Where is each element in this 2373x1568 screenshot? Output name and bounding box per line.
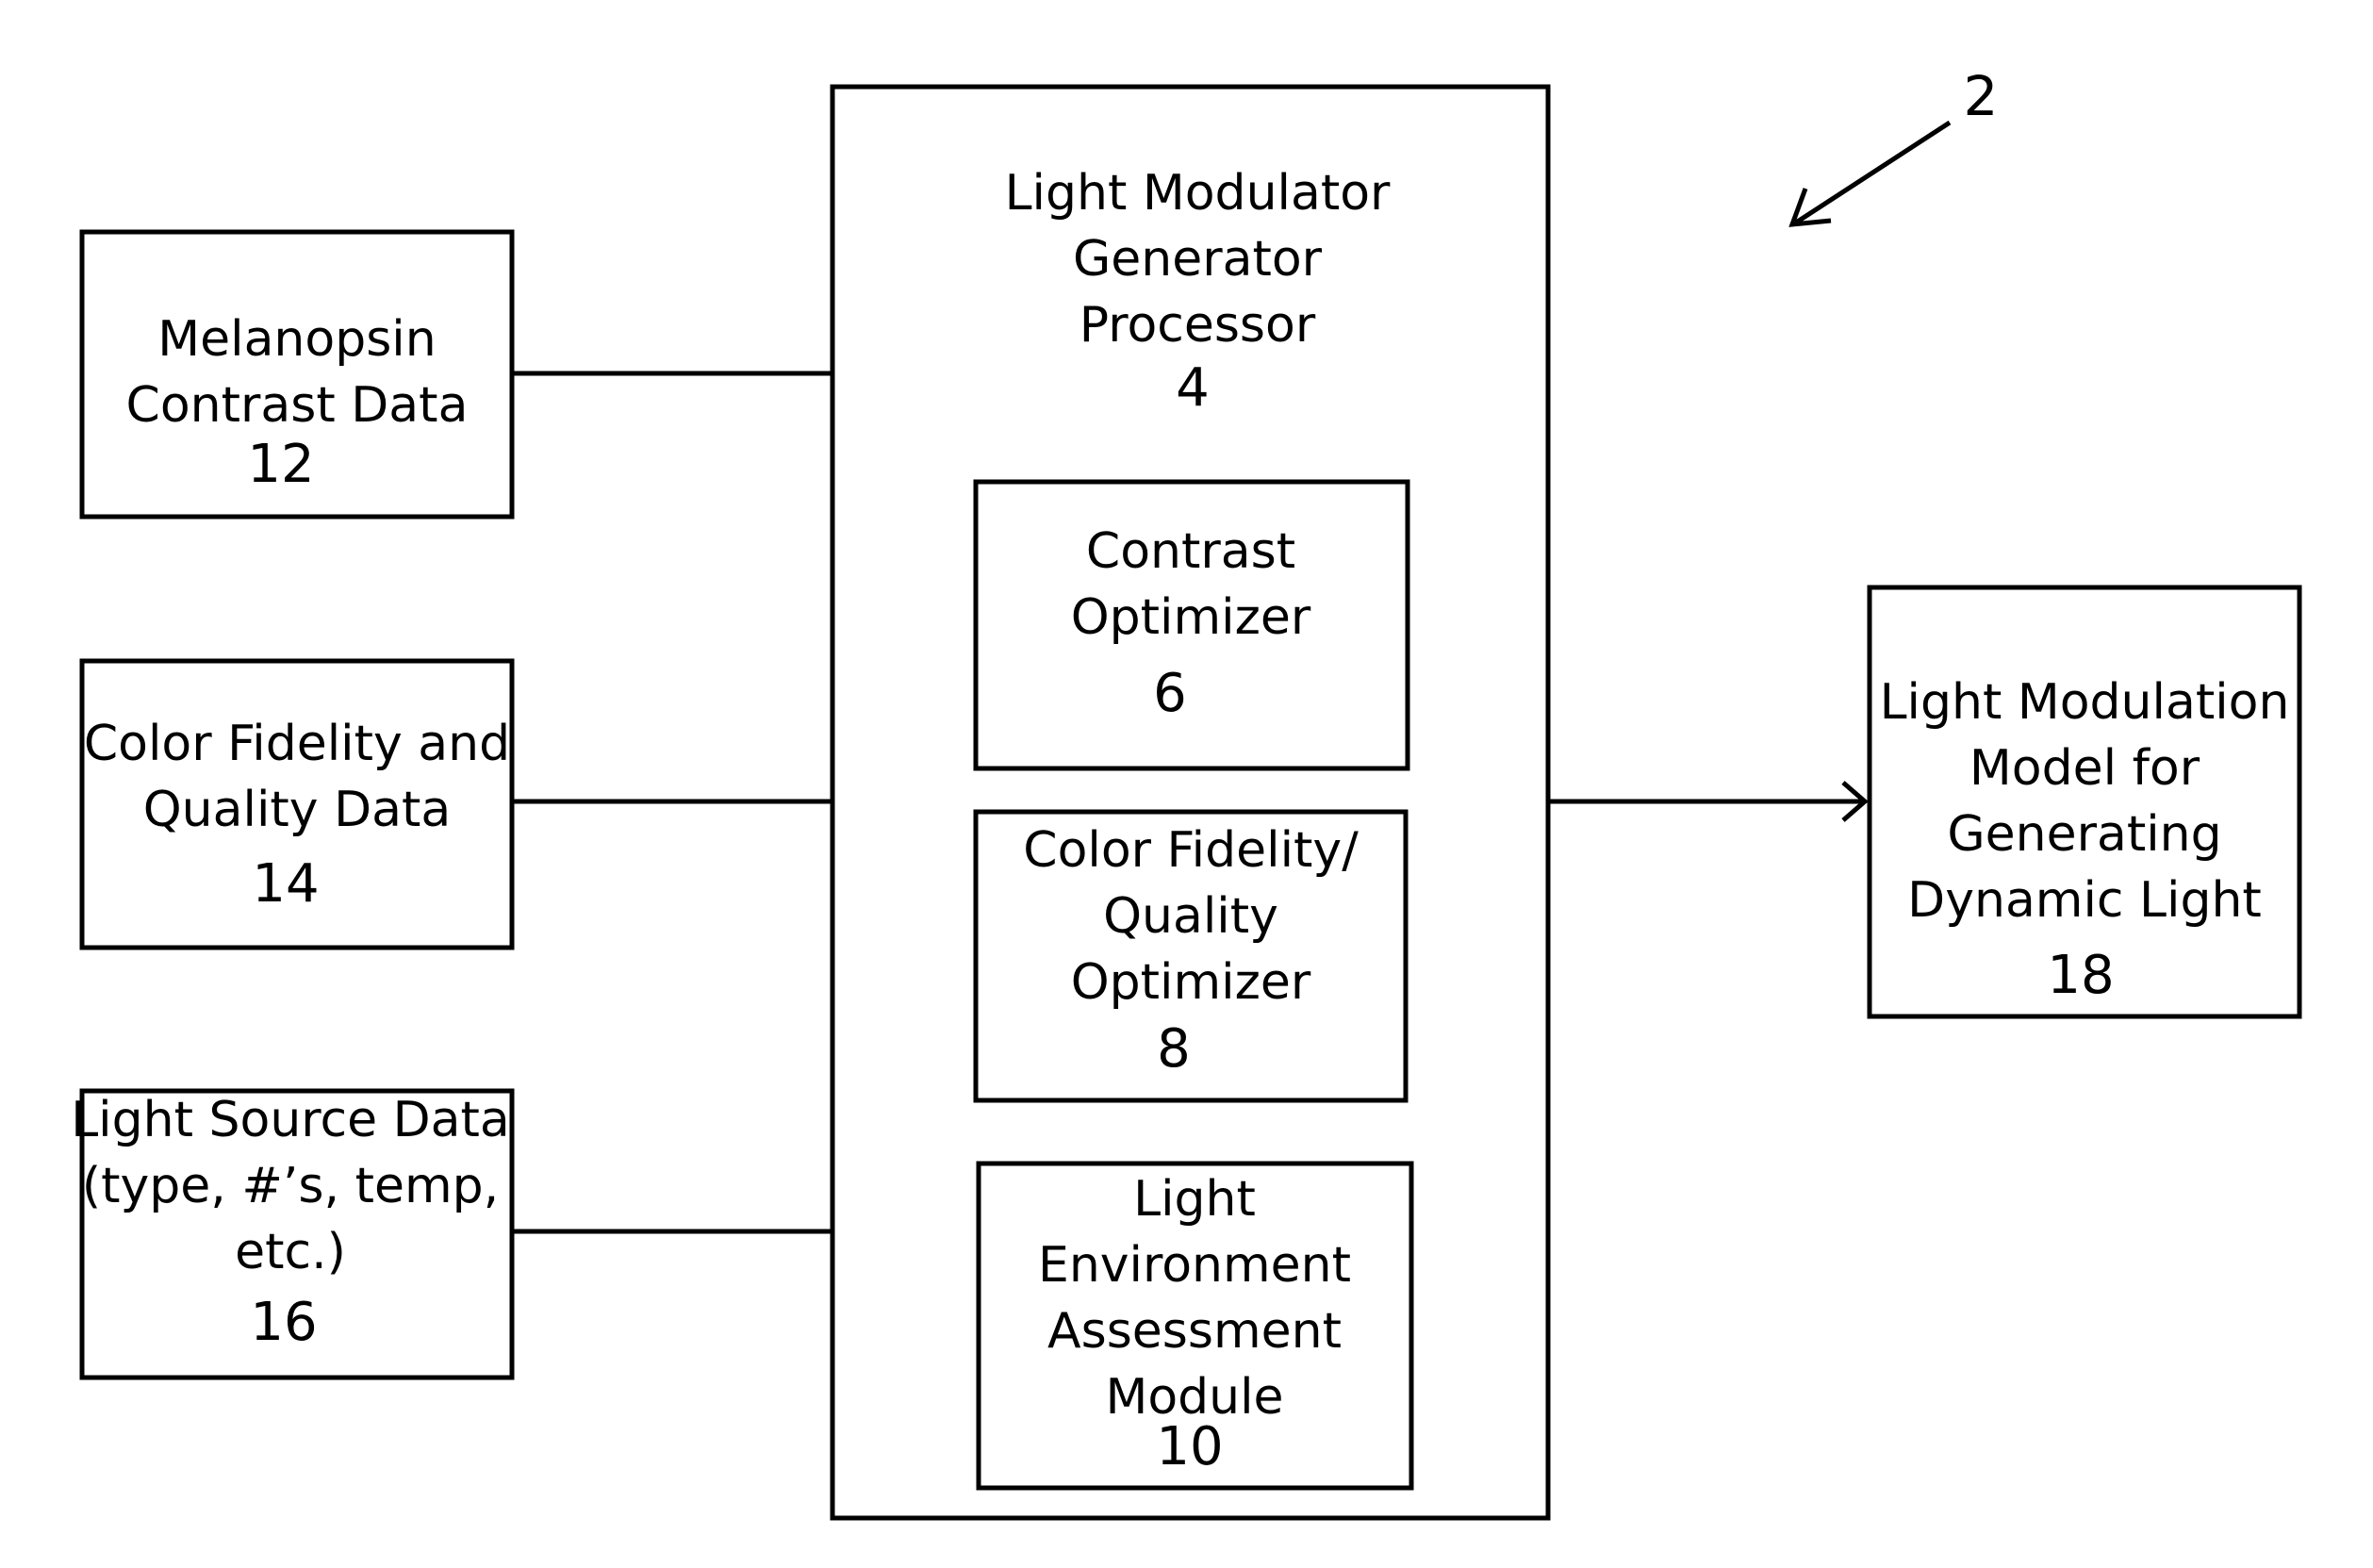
light-source-data-block: Light Source Data (type, #’s, temp, etc.…: [71, 1091, 512, 1378]
model-number: 18: [2047, 945, 2114, 1006]
figure-reference-number: 2: [1964, 64, 1999, 128]
color-fidelity-optimizer-block: Color Fidelity/ Quality Optimizer 8: [976, 812, 1406, 1100]
env-module-label-line-2: Environment: [1038, 1237, 1351, 1294]
melanopsin-label-line-2: Contrast Data: [126, 377, 469, 434]
color-data-label-line-1: Color Fidelity and: [84, 716, 510, 772]
model-label-line-3: Generating: [1947, 806, 2221, 863]
color-data-label-line-2: Quality Data: [143, 782, 452, 838]
processor-label-line-3: Processor: [1079, 297, 1316, 354]
color-data-number: 14: [252, 853, 319, 915]
melanopsin-contrast-data-block: Melanopsin Contrast Data 12: [82, 232, 512, 517]
contrast-optimizer-block: Contrast Optimizer 6: [976, 482, 1408, 768]
model-label-line-2: Model for: [1969, 740, 2200, 797]
light-source-label-line-2: (type, #’s, temp,: [82, 1158, 499, 1214]
contrast-optimizer-number: 6: [1153, 663, 1187, 724]
model-label-line-1: Light Modulation: [1880, 674, 2290, 731]
color-optimizer-label-line-3: Optimizer: [1071, 954, 1311, 1011]
color-optimizer-number: 8: [1157, 1018, 1191, 1080]
env-module-label-line-1: Light: [1133, 1171, 1256, 1228]
color-optimizer-label-line-2: Quality: [1103, 888, 1278, 945]
color-fidelity-quality-data-block: Color Fidelity and Quality Data 14: [82, 661, 512, 948]
contrast-optimizer-label-line-1: Contrast: [1086, 523, 1295, 580]
light-source-label-line-3: etc.): [235, 1224, 346, 1280]
processor-label-line-1: Light Modulator: [1005, 165, 1391, 222]
processor-label-line-2: Generator: [1073, 231, 1323, 288]
color-optimizer-label-line-1: Color Fidelity/: [1023, 822, 1359, 879]
melanopsin-label-line-1: Melanopsin: [157, 311, 436, 368]
processor-number: 4: [1176, 357, 1210, 419]
model-label-line-4: Dynamic Light: [1907, 872, 2262, 929]
env-module-label-line-3: Assessment: [1047, 1303, 1342, 1360]
contrast-optimizer-label-line-2: Optimizer: [1071, 589, 1311, 646]
light-modulation-model-block: Light Modulation Model for Generating Dy…: [1870, 587, 2299, 1016]
env-module-number: 10: [1156, 1416, 1223, 1477]
light-environment-assessment-block: Light Environment Assessment Module 10: [979, 1164, 1411, 1488]
light-source-number: 16: [250, 1292, 317, 1353]
figure-reference-arrow: [1796, 123, 1950, 223]
melanopsin-number: 12: [247, 434, 314, 495]
light-source-label-line-1: Light Source Data: [71, 1092, 510, 1148]
